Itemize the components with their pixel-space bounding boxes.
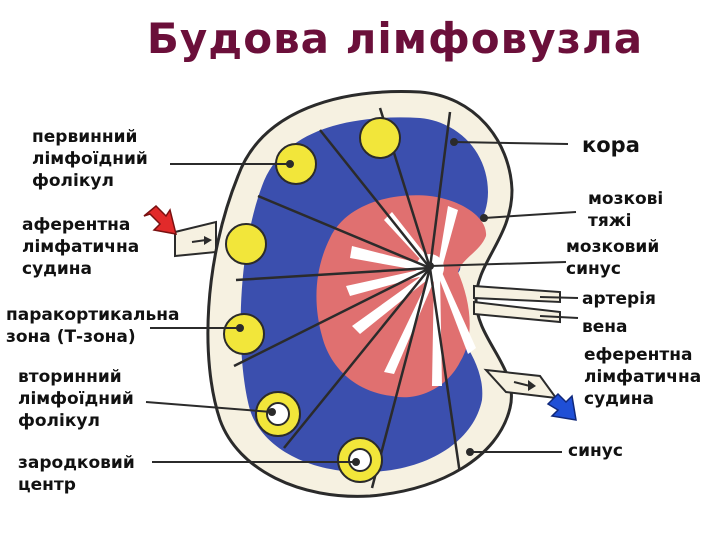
label-artery: артерія [582, 289, 656, 309]
label-secondary-follicle: вторинний лімфоїдний фолікул [18, 367, 134, 431]
label-paracortical-zone: паракортикальна зона (Т-зона) [6, 305, 180, 347]
label-germinal-center: зародковий центр [18, 453, 135, 495]
hilum-vessels [473, 284, 561, 400]
label-cortex: кора [582, 133, 640, 157]
label-medullary-cords: мозкові тяжі [588, 189, 664, 231]
label-sinus: синус [568, 441, 623, 461]
primary-follicles [223, 117, 401, 355]
leader-lines [145, 138, 579, 466]
label-medullary-sinus: мозковий синус [566, 237, 660, 279]
label-primary-follicle: первинний лімфоїдний фолікул [32, 127, 148, 191]
red-arrow-icon [143, 204, 178, 235]
label-afferent-vessel: аферентна лімфатична судина [22, 215, 140, 279]
label-efferent-vessel: еферентна лімфатична судина [584, 345, 702, 409]
diagram-title: Будова лімфовузла [146, 14, 644, 63]
secondary-follicles [255, 391, 383, 483]
blue-arrow-icon [546, 392, 577, 421]
label-vein: вена [582, 317, 628, 337]
afferent-vessel [174, 220, 217, 258]
